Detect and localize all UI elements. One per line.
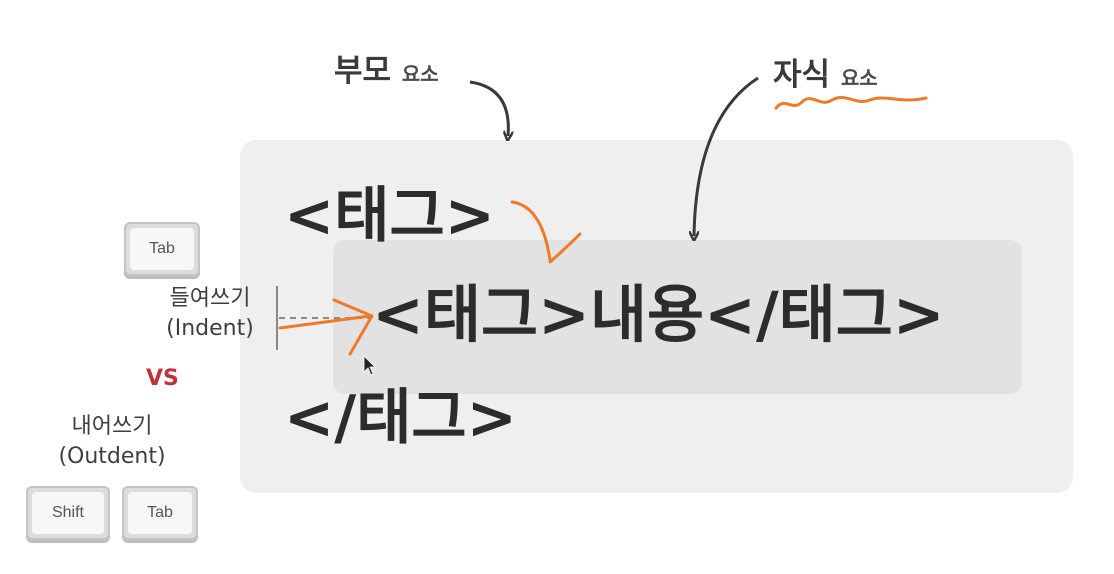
parent-element-label: 부모 요소 [334, 56, 439, 87]
inner-tag-code: <태그>내용</태그> [372, 278, 945, 351]
outdent-label-korean: 내어쓰기 [71, 414, 153, 439]
child-element-label: 자식 요소 [773, 60, 878, 91]
tab-key-outdent-label: Tab [128, 492, 192, 534]
squiggle-underline-icon [774, 95, 928, 110]
parent-label-sub: 요소 [401, 62, 439, 86]
outdent-label: 내어쓰기 (Outdent) [52, 412, 172, 471]
close-tag-code: </태그> [284, 383, 517, 453]
open-tag-code: <태그> [284, 181, 495, 251]
tab-key: Tab [124, 222, 200, 276]
indent-label-korean: 들여쓰기 [169, 286, 251, 311]
tab-key-label: Tab [130, 228, 194, 270]
child-label-sub: 요소 [840, 66, 878, 90]
parent-label-main: 부모 [334, 53, 392, 89]
curved-arrow-icon [469, 80, 508, 136]
child-label-main: 자식 [773, 57, 831, 93]
outdent-label-english: (Outdent) [58, 443, 166, 469]
shift-key-label: Shift [32, 492, 104, 534]
vs-label: VS [146, 366, 179, 391]
child-element-panel [333, 240, 1022, 394]
tab-key-outdent: Tab [122, 486, 198, 540]
indent-label: 들여쓰기 (Indent) [150, 284, 270, 343]
indent-label-english: (Indent) [166, 315, 254, 341]
shift-key: Shift [26, 486, 110, 540]
